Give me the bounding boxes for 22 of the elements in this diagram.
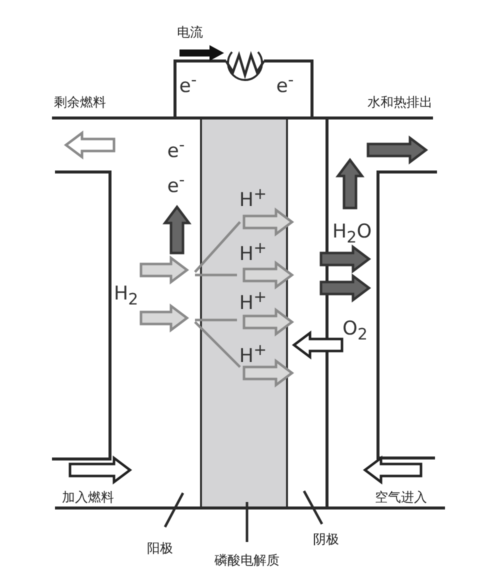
fuel-inlet-label: 加入燃料 [62,492,114,504]
proton-symbol: H$^{+}$ [239,240,267,264]
oxygen-formula: O$_{2}$ [342,320,368,342]
hydrogen-formula: H$_{2}$ [114,284,138,308]
electron-symbol: e$^{-}$ [167,172,185,196]
current-label: 电流 [177,26,203,40]
air-inlet-label: 空气进入 [375,492,427,504]
leader-line [164,492,184,528]
electron-symbol: e$^{-}$ [179,72,197,96]
leader-line [246,502,248,542]
residual-fuel-label: 剩余燃料 [54,96,106,110]
cathode-label: 阴极 [313,534,339,546]
electron-symbol: e$^{-}$ [276,72,294,96]
water-heat-exhaust-label: 水和热排出 [368,96,432,110]
water-formula: H$_{2}$O [332,222,372,246]
anode-label: 阳极 [147,542,173,556]
electrolyte-label: 磷酸电解质 [214,554,280,568]
proton-symbol: H$^{+}$ [239,288,267,314]
electron-symbol: e$^{-}$ [167,136,185,162]
proton-symbol: H$^{+}$ [239,186,267,210]
leader-line [302,490,324,525]
proton-symbol: H$^{+}$ [239,342,267,366]
